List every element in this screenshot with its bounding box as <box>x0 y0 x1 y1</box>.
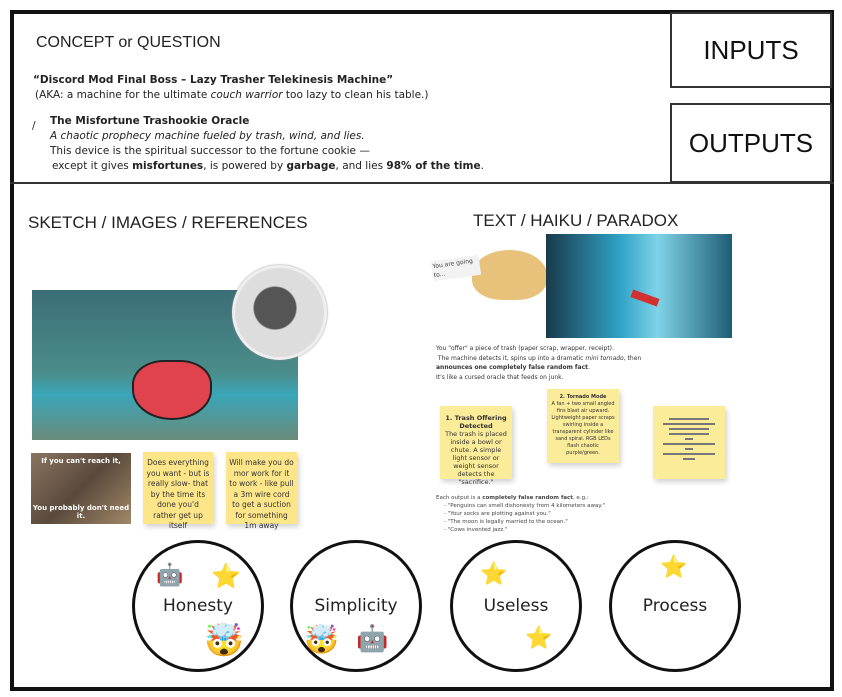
value-circle-honesty: Honesty <box>132 540 264 672</box>
robot-sticker-icon: 🤖 <box>156 563 184 588</box>
meme-top-text: If you can't reach it, <box>41 457 121 465</box>
note-body: A fan + two small angled fins blast air … <box>551 401 615 456</box>
value-label: Useless <box>483 596 549 616</box>
sticky-note-slow: Does everything you want - but is really… <box>143 452 213 530</box>
mind-blown-sticker-icon: 🤯 <box>304 623 339 656</box>
facts-list: Each output is a completely false random… <box>436 494 605 534</box>
note-title: 2. Tornado Mode <box>559 394 607 400</box>
note-body: The trash is placed inside a bowl or chu… <box>445 430 507 486</box>
star-sticker-icon: ⭐ <box>211 562 241 590</box>
oracle-tagline: A chaotic prophecy machine fueled by tra… <box>50 130 365 142</box>
cartoon-character <box>132 360 212 420</box>
oracle-line2: except it gives misfortunes, is powered … <box>52 160 484 172</box>
fortune-cookie-image <box>472 250 547 300</box>
meme-image: If you can't reach it, You probably don'… <box>31 453 131 524</box>
canvas-frame <box>10 10 834 691</box>
sketch-heading: SKETCH / IMAGES / REFERENCES <box>28 213 308 232</box>
value-label: Process <box>642 596 708 616</box>
fact-item: - "Penguins can smell dishonesty from 4 … <box>444 503 606 509</box>
note-title: 1. Trash Offering Detected <box>445 414 507 430</box>
inputs-box: INPUTS <box>670 12 832 88</box>
value-label: Simplicity <box>314 596 398 616</box>
sticky-note-more-work: Will make you do mor work for it to work… <box>226 452 297 530</box>
desc-line: You "offer" a piece of trash (paper scra… <box>436 345 614 352</box>
slash-mark: / <box>32 120 36 132</box>
star-sticker-icon: ⭐ <box>660 555 688 580</box>
concept-title: “Discord Mod Final Boss – Lazy Trasher T… <box>33 74 394 86</box>
outputs-box: OUTPUTS <box>670 103 832 183</box>
concept-heading: CONCEPT or QUESTION <box>36 34 221 51</box>
oracle-title: The Misfortune Trashookie Oracle <box>50 115 250 127</box>
oracle-description: You "offer" a piece of trash (paper scra… <box>436 344 676 382</box>
suction-cup-image <box>232 265 327 360</box>
value-label: Honesty <box>162 596 233 616</box>
mind-blown-sticker-icon: 🤯 <box>204 621 244 659</box>
star-sticker-icon: ⭐ <box>525 626 553 651</box>
robot-sticker-icon: 🤖 <box>356 624 389 654</box>
desc-line: The machine detects it, spins up into a … <box>437 354 642 362</box>
oracle-line1: This device is the spiritual successor t… <box>50 145 370 157</box>
concept-aka: (AKA: a machine for the ultimate couch w… <box>35 89 429 101</box>
fact-item: - "The moon is legally married to the oc… <box>444 519 568 525</box>
value-circle-simplicity: Simplicity <box>290 540 422 672</box>
value-circle-process: Process <box>609 540 741 672</box>
desc-line: It's like a cursed oracle that feeds on … <box>436 373 564 381</box>
fact-item: - "Your socks are plotting against you." <box>444 511 551 517</box>
sticky-blank-lines <box>653 406 725 479</box>
meme-bottom-text: You probably don't need it. <box>32 504 130 520</box>
facts-intro: Each output is a completely false random… <box>436 495 589 501</box>
desc-line: announces one completely false random fa… <box>436 364 590 371</box>
fact-item: - "Cows invented jazz." <box>444 527 508 533</box>
divider <box>10 182 834 184</box>
value-circle-useless: Useless <box>450 540 582 672</box>
wind-tunnel-image <box>546 234 732 338</box>
star-sticker-icon: ⭐ <box>480 562 508 587</box>
text-heading: TEXT / HAIKU / PARADOX <box>473 211 679 230</box>
skydiver <box>630 289 660 307</box>
